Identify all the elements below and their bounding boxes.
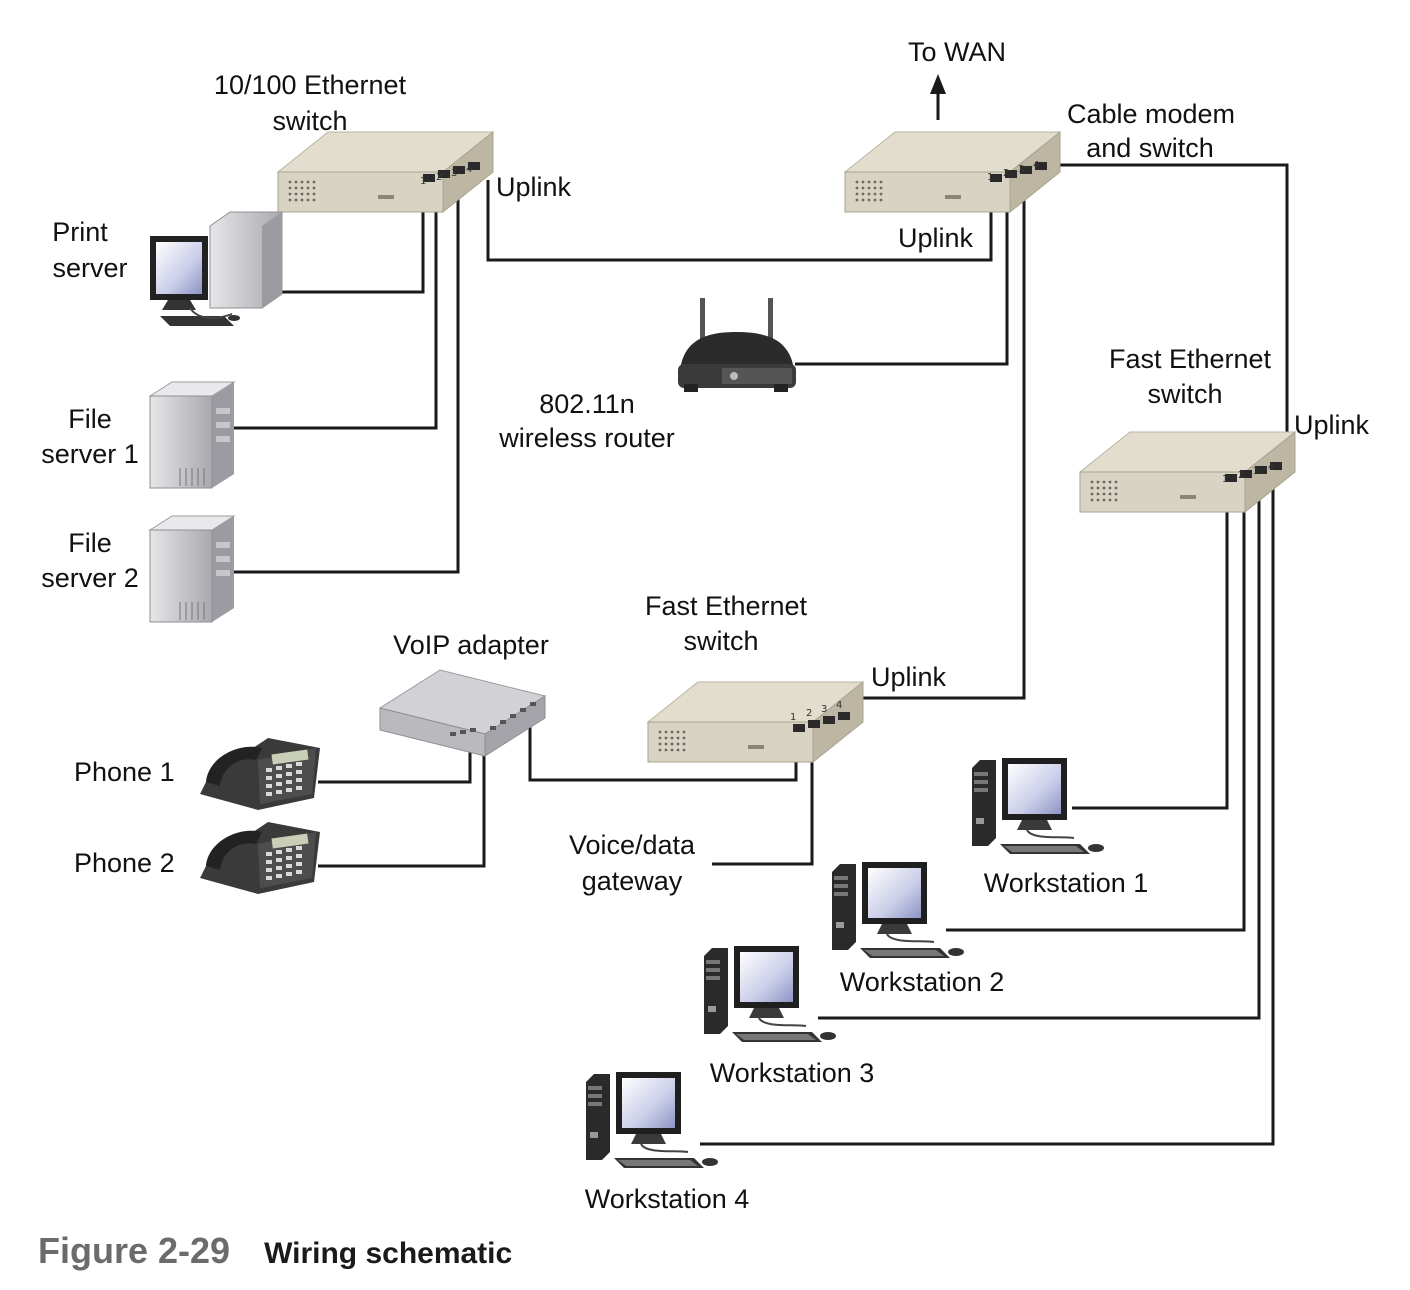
workstation-4-device xyxy=(585,1071,719,1169)
figure-caption: Figure 2-29 Wiring schematic xyxy=(38,1230,512,1272)
file-server-1-label-line1: File xyxy=(68,404,112,434)
cable-modem-label-line2: and switch xyxy=(1086,133,1214,163)
wire-fast-switch-right-uplink xyxy=(1040,163,1289,462)
switch-10-100-label-line2: switch xyxy=(272,106,347,136)
port-number: 3 xyxy=(1018,164,1024,175)
workstation-2-label: Workstation 2 xyxy=(840,967,1005,997)
port-number: 1 xyxy=(420,176,426,187)
port-number: 2 xyxy=(436,172,442,183)
uplink-label-fast-switch-right: Uplink xyxy=(1294,410,1370,440)
uplink-label-cable-modem: Uplink xyxy=(898,223,974,253)
wire-print-server xyxy=(282,190,425,294)
wire-workstation-4 xyxy=(700,484,1275,1146)
fast-switch-bottom-label-line2: switch xyxy=(683,626,758,656)
figure-title: Wiring schematic xyxy=(264,1237,513,1270)
wire-10-100-uplink-to-cable-modem xyxy=(486,180,993,262)
uplink-label-10-100: Uplink xyxy=(496,172,572,202)
print-server xyxy=(150,211,283,326)
voip-adapter-label: VoIP adapter xyxy=(393,630,549,660)
port-number: 4 xyxy=(466,164,472,175)
file-server-1 xyxy=(149,381,235,489)
fast-switch-bottom-label-line1: Fast Ethernet xyxy=(645,591,808,621)
workstation-4-label: Workstation 4 xyxy=(585,1184,750,1214)
file-server-1-label-line2: server 1 xyxy=(41,439,139,469)
wire-gateway xyxy=(712,726,814,866)
port-number: 4 xyxy=(836,700,842,711)
workstation-1-label: Workstation 1 xyxy=(984,868,1149,898)
fast-ethernet-switch-bottom xyxy=(647,681,864,763)
uplink-label-fast-switch-bottom: Uplink xyxy=(871,662,947,692)
port-number: 1 xyxy=(987,172,993,183)
phone-1-label: Phone 1 xyxy=(74,757,175,787)
fast-switch-right-label-line2: switch xyxy=(1147,379,1222,409)
fast-ethernet-switch-right xyxy=(1079,431,1296,513)
port-number: 4 xyxy=(1268,462,1274,473)
file-server-2-label-line1: File xyxy=(68,528,112,558)
file-server-2-label-line2: server 2 xyxy=(41,563,139,593)
file-server-2 xyxy=(149,515,235,623)
port-number: 2 xyxy=(806,708,812,719)
cable-modem-switch xyxy=(844,131,1061,213)
workstation-2-device xyxy=(831,861,965,959)
to-wan-arrow xyxy=(930,74,946,94)
wire-file-server-2 xyxy=(232,186,460,574)
workstation-3-device xyxy=(703,945,837,1043)
fast-switch-right-label-line1: Fast Ethernet xyxy=(1109,344,1272,374)
port-number: 4 xyxy=(1033,160,1039,171)
gateway-label-line2: gateway xyxy=(582,866,683,896)
print-server-label-line1: Print xyxy=(52,217,108,247)
phone-2-label: Phone 2 xyxy=(74,848,175,878)
switch-10-100 xyxy=(277,131,494,213)
figure-number: Figure 2-29 xyxy=(38,1230,231,1271)
wire-workstation-1 xyxy=(1072,490,1229,810)
router-label-line1: 802.11n xyxy=(539,389,635,419)
wireless-router xyxy=(678,298,796,392)
gateway-label-line1: Voice/data xyxy=(569,830,696,860)
router-label-line2: wireless router xyxy=(498,423,675,453)
wire-workstation-3 xyxy=(818,486,1261,1020)
port-number: 1 xyxy=(790,712,796,723)
port-number: 3 xyxy=(451,168,457,179)
wire-file-server-1 xyxy=(232,188,438,430)
print-server-label-line2: server xyxy=(52,253,127,283)
cable-modem-label-line1: Cable modem xyxy=(1067,99,1235,129)
workstation-3-label: Workstation 3 xyxy=(710,1058,875,1088)
wire-router xyxy=(795,184,1009,366)
voip-adapter xyxy=(378,669,547,757)
wire-phone-1 xyxy=(318,744,472,784)
wire-fast-switch-bottom-uplink xyxy=(858,182,1026,700)
switch-10-100-label-line1: 10/100 Ethernet xyxy=(214,70,407,100)
port-number: 1 xyxy=(1222,474,1228,485)
port-number: 3 xyxy=(821,704,827,715)
phone-1-device xyxy=(200,738,320,810)
wire-workstation-2 xyxy=(946,488,1246,932)
port-number: 3 xyxy=(1253,466,1259,477)
wire-phone-2 xyxy=(318,744,486,868)
port-number: 2 xyxy=(1238,470,1244,481)
port-number: 2 xyxy=(1003,168,1009,179)
to-wan-label: To WAN xyxy=(908,37,1006,67)
phone-2-device xyxy=(200,822,320,894)
workstation-1-device xyxy=(971,757,1105,855)
